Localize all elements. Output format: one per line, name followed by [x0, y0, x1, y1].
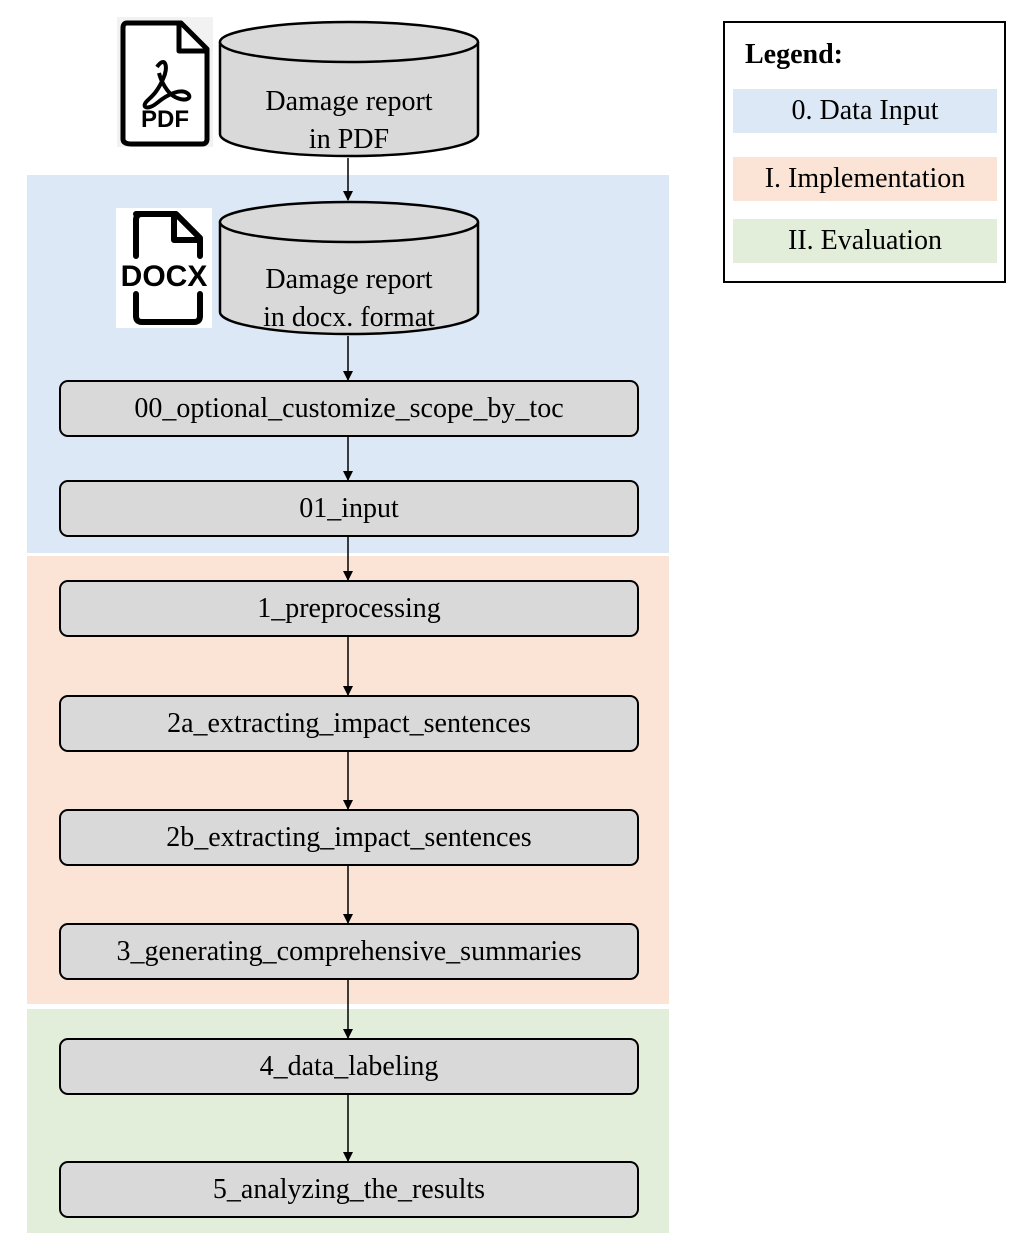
step-input[interactable]: 01_input — [59, 480, 639, 537]
docx-icon-label: DOCX — [121, 260, 208, 293]
step-extracting-impact-sentences-2a[interactable]: 2a_extracting_impact_sentences — [59, 695, 639, 752]
pdf-icon-label: PDF — [141, 106, 189, 133]
legend-item-implementation: I. Implementation — [733, 157, 997, 201]
docx-report-line2: in docx. format — [263, 302, 435, 333]
database-cylinder-shape — [218, 200, 480, 336]
pdf-report-line2: in PDF — [308, 124, 390, 155]
database-pdf-report: Damage report in PDF — [218, 20, 480, 158]
docx-file-icon: DOCX — [116, 208, 212, 328]
step-generating-summaries[interactable]: 3_generating_comprehensive_summaries — [59, 923, 639, 980]
step-data-labeling[interactable]: 4_data_labeling — [59, 1038, 639, 1095]
legend-item-evaluation: II. Evaluation — [733, 219, 997, 263]
legend: Legend: 0. Data Input I. Implementation … — [723, 21, 1006, 283]
step-extracting-impact-sentences-2b[interactable]: 2b_extracting_impact_sentences — [59, 809, 639, 866]
step-analyzing-results[interactable]: 5_analyzing_the_results — [59, 1161, 639, 1218]
legend-item-data-input: 0. Data Input — [733, 89, 997, 133]
database-cylinder-shape — [218, 20, 480, 158]
pdf-report-line1: Damage report — [265, 86, 433, 117]
pdf-file-icon: PDF — [117, 17, 213, 147]
step-preprocessing[interactable]: 1_preprocessing — [59, 580, 639, 637]
database-docx-report: Damage report in docx. format — [218, 200, 480, 336]
docx-report-line1: Damage report — [265, 264, 433, 295]
legend-title: Legend: — [745, 39, 843, 70]
step-optional-customize-scope[interactable]: 00_optional_customize_scope_by_toc — [59, 380, 639, 437]
